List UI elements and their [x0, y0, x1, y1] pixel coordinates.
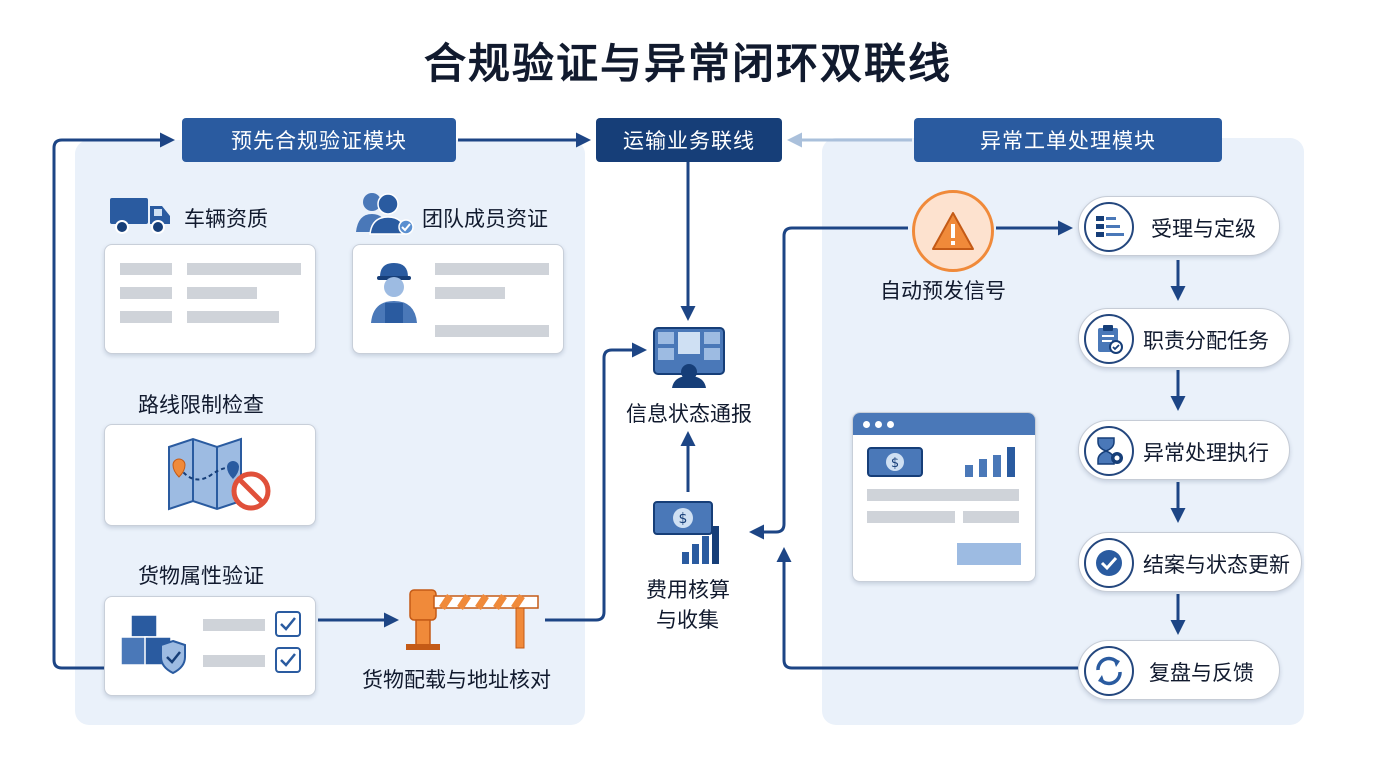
boxes-shield-icon — [120, 614, 186, 675]
dashboard-window: $ — [852, 412, 1036, 582]
route-card — [104, 424, 316, 526]
step-label: 复盘与反馈 — [1149, 661, 1254, 685]
cargo-label: 货物属性验证 — [138, 564, 264, 588]
bar-chart-icon — [965, 447, 1015, 477]
loading-label: 货物配载与地址核对 — [362, 668, 551, 692]
fee-label-line2: 与收集 — [656, 608, 719, 632]
step-handle-exception: 异常处理执行 — [1078, 420, 1290, 480]
info-status-label: 信息状态通报 — [626, 402, 752, 426]
checkbox-checked-icon — [275, 647, 301, 673]
svg-text:$: $ — [891, 456, 899, 471]
truck-icon — [110, 198, 170, 234]
warning-icon — [932, 212, 974, 250]
svg-text:$: $ — [679, 511, 688, 527]
hourglass-gear-icon — [1097, 437, 1123, 465]
alert-label: 自动预发信号 — [880, 279, 1006, 303]
map-restriction-icon — [168, 437, 271, 511]
status-board-icon — [653, 327, 725, 388]
step-label: 结案与状态更新 — [1143, 553, 1290, 577]
team-card — [352, 244, 564, 354]
step-accept-grade: 受理与定级 — [1078, 196, 1280, 256]
vehicle-card — [104, 244, 316, 354]
refresh-cycle-icon — [1096, 656, 1122, 686]
fee-label-line1: 费用核算 — [646, 578, 730, 602]
team-label: 团队成员资证 — [422, 207, 548, 231]
vehicle-label: 车辆资质 — [184, 207, 268, 231]
worker-icon — [371, 263, 417, 323]
ranking-list-icon — [1096, 216, 1124, 237]
route-label: 路线限制检查 — [138, 393, 264, 417]
cash-icon: $ — [867, 447, 923, 477]
step-label: 异常处理执行 — [1143, 441, 1269, 465]
step-close-update: 结案与状态更新 — [1078, 532, 1302, 592]
center-header: 运输业务联线 — [596, 118, 782, 162]
checkbox-checked-icon — [275, 611, 301, 637]
right-module-header: 异常工单处理模块 — [914, 118, 1222, 162]
step-review-feedback: 复盘与反馈 — [1078, 640, 1280, 700]
money-chart-icon: $ — [653, 501, 719, 564]
cargo-card — [104, 596, 316, 696]
alert-signal — [912, 190, 994, 272]
step-label: 职责分配任务 — [1143, 329, 1269, 353]
step-assign-task: 职责分配任务 — [1078, 308, 1290, 368]
check-circle-icon — [1096, 550, 1122, 576]
step-label: 受理与定级 — [1151, 217, 1256, 241]
clipboard-check-icon — [1098, 325, 1123, 354]
team-icon — [356, 193, 414, 235]
left-module-header: 预先合规验证模块 — [182, 118, 456, 162]
barrier-gate-icon — [406, 589, 539, 650]
page-title: 合规验证与异常闭环双联线 — [423, 39, 952, 88]
